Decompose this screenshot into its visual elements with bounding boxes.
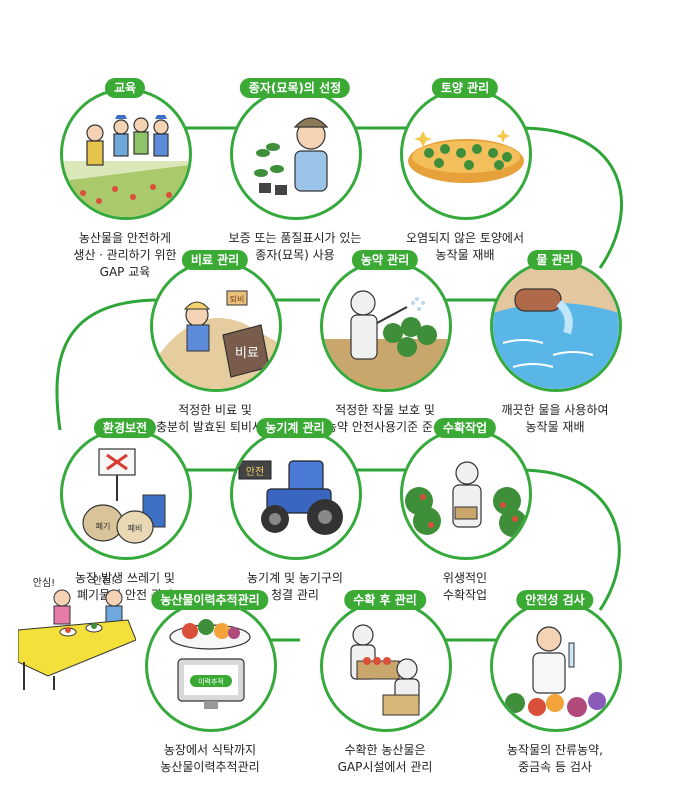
fertilizer-illustration: 퇴비 비료 bbox=[150, 260, 282, 392]
step-title: 토양 관리 bbox=[431, 78, 499, 98]
caption-line: 생산ㆍ관리하기 위한 bbox=[73, 248, 177, 262]
step-caption: 농장 발생 쓰레기 및 폐기물의 안전 관리 bbox=[35, 570, 215, 604]
step-caption: 적정한 작물 보호 및 농약 안전사용기준 준수 bbox=[295, 402, 475, 436]
caption-line: 농작물 재배 bbox=[525, 420, 585, 434]
pesticide-illustration bbox=[320, 260, 452, 392]
waste-bag-right-text: 폐비 bbox=[128, 523, 143, 533]
tractor-sign-text: 안전 bbox=[246, 466, 264, 478]
caption-line: 농장에서 식탁까지 bbox=[163, 743, 257, 757]
step-title: 종자(묘목)의 선정 bbox=[239, 78, 351, 98]
caption-line: 종자(묘목) 사용 bbox=[255, 248, 335, 262]
step-caption: 보증 또는 품질표시가 있는 종자(묘목) 사용 bbox=[205, 230, 385, 264]
caption-line: 수확한 농산물은 bbox=[344, 743, 426, 757]
step-title: 교육 bbox=[104, 78, 146, 98]
monitor-label-text: 이력추적 bbox=[198, 677, 224, 686]
caption-line: 중금속 등 검사 bbox=[518, 760, 592, 774]
customer-right-text: 안전! bbox=[93, 575, 115, 587]
caption-line: 농산물을 안전하게 bbox=[78, 231, 172, 245]
soil-illustration bbox=[400, 88, 532, 220]
caption-line: 오염되지 않은 토양에서 bbox=[405, 231, 525, 245]
caption-line: 충분히 발효된 퇴비사용 bbox=[155, 420, 275, 434]
step-title: 수확작업 bbox=[433, 418, 497, 438]
caption-line: 농작물의 잔류농약, bbox=[507, 743, 603, 757]
caption-line: 위생적인 bbox=[442, 571, 488, 585]
step-title: 환경보전 bbox=[93, 418, 157, 438]
traceability-illustration: 이력추적 bbox=[145, 600, 277, 732]
caption-line: 보증 또는 품질표시가 있는 bbox=[228, 231, 362, 245]
step-title: 농기계 관리 bbox=[256, 418, 334, 438]
caption-line: 농장 발생 쓰레기 및 bbox=[75, 571, 175, 585]
step-caption: 농작물의 잔류농약, 중금속 등 검사 bbox=[465, 742, 645, 776]
caption-line: 적정한 비료 및 bbox=[178, 403, 252, 417]
caption-line: 깨끗한 물을 사용하여 bbox=[501, 403, 609, 417]
caption-line: 농산물이력추적관리 bbox=[160, 760, 260, 774]
post-harvest-illustration bbox=[320, 600, 452, 732]
step-title: 수확 후 관리 bbox=[344, 590, 426, 610]
step-title: 안전성 검사 bbox=[516, 590, 594, 610]
seedling-illustration bbox=[230, 88, 362, 220]
step-caption: 농기계 및 농기구의 청결 관리 bbox=[205, 570, 385, 604]
water-illustration bbox=[490, 260, 622, 392]
caption-line: 적정한 작물 보호 및 bbox=[335, 403, 435, 417]
caption-line: 농작물 재배 bbox=[435, 248, 495, 262]
step-caption: 오염되지 않은 토양에서 농작물 재배 bbox=[375, 230, 555, 264]
step-title: 농약 관리 bbox=[351, 250, 419, 270]
inspection-illustration bbox=[490, 600, 622, 732]
education-illustration bbox=[60, 88, 192, 220]
step-caption: 수확한 농산물은 GAP시설에서 관리 bbox=[295, 742, 475, 776]
caption-line: 농기계 및 농기구의 bbox=[247, 571, 343, 585]
harvest-illustration bbox=[400, 428, 532, 560]
step-title: 농산물이력추적관리 bbox=[151, 590, 269, 610]
step-caption: 농장에서 식탁까지 농산물이력추적관리 bbox=[120, 742, 300, 776]
environment-illustration: 폐기 폐비 bbox=[60, 428, 192, 560]
caption-line: GAP시설에서 관리 bbox=[337, 760, 433, 774]
customer-left-text: 안심! bbox=[33, 577, 55, 589]
caption-line: 청결 관리 bbox=[271, 588, 319, 602]
step-title: 비료 관리 bbox=[181, 250, 249, 270]
tractor-illustration: 안전 bbox=[230, 428, 362, 560]
caption-line: GAP 교육 bbox=[99, 265, 151, 279]
caption-line: 농약 안전사용기준 준수 bbox=[325, 420, 445, 434]
step-title: 물 관리 bbox=[527, 250, 583, 270]
step-caption: 적정한 비료 및 충분히 발효된 퇴비사용 bbox=[125, 402, 305, 436]
step-caption: 농산물을 안전하게 생산ㆍ관리하기 위한 GAP 교육 bbox=[35, 230, 215, 281]
fertilizer-sign-text: 퇴비 bbox=[230, 295, 245, 304]
dining-scene: 안심! 안전! bbox=[17, 572, 137, 692]
fertilizer-bag-text: 비료 bbox=[235, 346, 259, 361]
step-caption: 깨끗한 물을 사용하여 농작물 재배 bbox=[465, 402, 645, 436]
caption-line: 수확작업 bbox=[442, 588, 488, 602]
step-caption: 위생적인 수확작업 bbox=[375, 570, 555, 604]
waste-bag-left-text: 폐기 bbox=[96, 521, 111, 531]
caption-line: 폐기물의 안전 관리 bbox=[77, 588, 173, 602]
